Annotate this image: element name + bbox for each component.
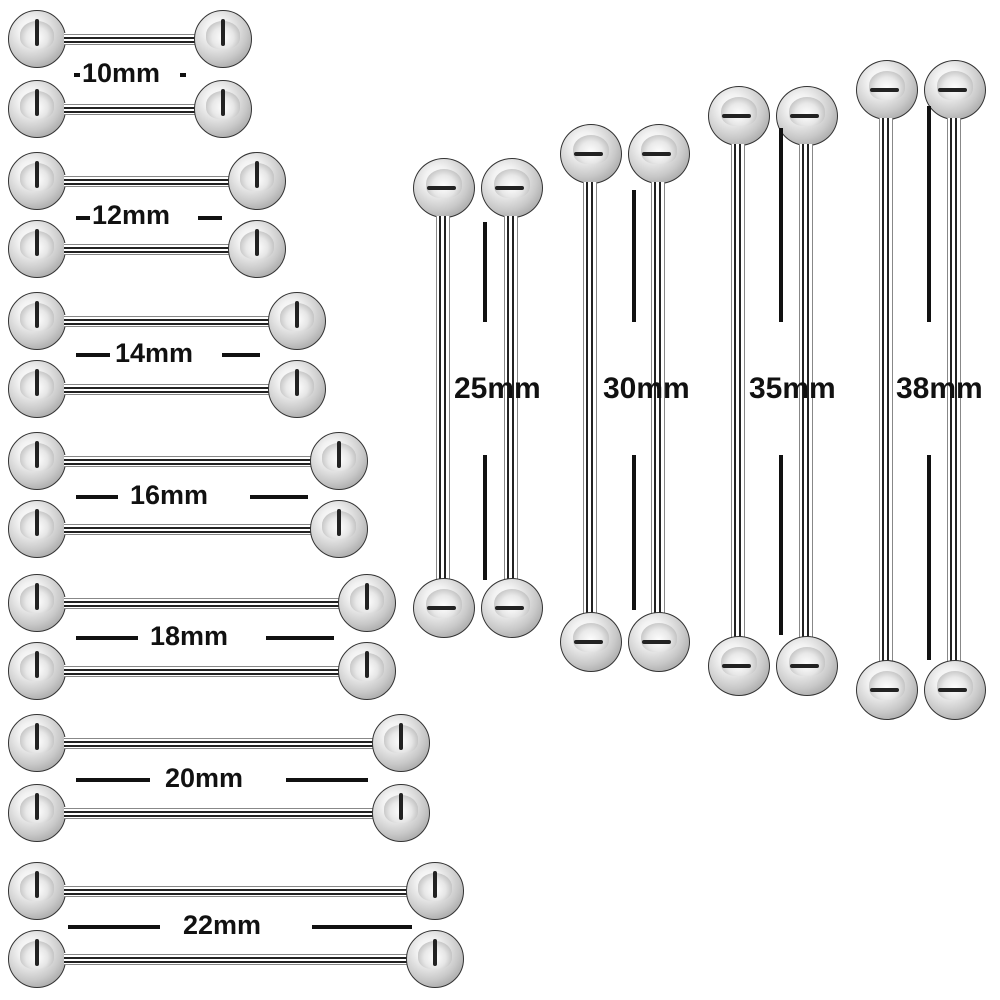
ball-icon: [228, 152, 286, 210]
barbell-bar: [64, 597, 340, 609]
ball-icon: [338, 642, 396, 700]
dimension-line: [180, 73, 186, 77]
ball-icon: [228, 220, 286, 278]
ball-icon: [924, 60, 986, 120]
ball-icon: [8, 862, 66, 920]
dimension-line: [76, 216, 90, 220]
ball-icon: [268, 292, 326, 350]
barbell-bar: [64, 953, 408, 965]
ball-icon: [8, 930, 66, 988]
ball-icon: [628, 612, 690, 672]
ball-icon: [406, 930, 464, 988]
ball-icon: [413, 578, 475, 638]
barbell-bar: [64, 103, 196, 115]
dimension-line: [927, 455, 931, 660]
ball-icon: [560, 124, 622, 184]
ball-icon: [8, 220, 66, 278]
dimension-line: [266, 636, 334, 640]
dimension-line: [779, 128, 783, 322]
size-label: 10mm: [82, 58, 161, 88]
dimension-line: [76, 353, 110, 357]
barbell-bar: [583, 182, 597, 614]
ball-icon: [8, 574, 66, 632]
barbell-bar: [799, 144, 813, 640]
dimension-line: [76, 778, 150, 782]
ball-icon: [372, 714, 430, 772]
size-label: 16mm: [130, 480, 209, 510]
size-label: 22mm: [183, 910, 262, 940]
ball-icon: [776, 636, 838, 696]
ball-icon: [560, 612, 622, 672]
ball-icon: [8, 784, 66, 842]
ball-icon: [8, 642, 66, 700]
ball-icon: [628, 124, 690, 184]
barbell-bar: [64, 315, 270, 327]
ball-icon: [481, 158, 543, 218]
barbell-bar: [504, 216, 518, 580]
barbell-bar: [64, 885, 408, 897]
ball-icon: [924, 660, 986, 720]
ball-icon: [856, 660, 918, 720]
dimension-line: [222, 353, 260, 357]
dimension-line: [927, 106, 931, 322]
barbell-bar: [64, 737, 374, 749]
dimension-line: [198, 216, 222, 220]
barbell-bar: [731, 144, 745, 640]
barbell-bar: [64, 383, 270, 395]
dimension-line: [312, 925, 412, 929]
ball-icon: [708, 636, 770, 696]
ball-icon: [708, 86, 770, 146]
ball-icon: [268, 360, 326, 418]
ball-icon: [338, 574, 396, 632]
ball-icon: [372, 784, 430, 842]
dimension-line: [632, 455, 636, 610]
barbell-bar: [64, 455, 312, 467]
barbell-bar: [64, 665, 340, 677]
ball-icon: [481, 578, 543, 638]
ball-icon: [856, 60, 918, 120]
ball-icon: [194, 10, 252, 68]
size-label: 14mm: [115, 338, 194, 368]
ball-icon: [776, 86, 838, 146]
barbell-bar: [436, 216, 450, 580]
dimension-line: [68, 925, 160, 929]
barbell-bar: [947, 118, 961, 664]
barbell-bar: [64, 33, 196, 45]
dimension-line: [286, 778, 368, 782]
ball-icon: [413, 158, 475, 218]
size-label: 12mm: [92, 200, 171, 230]
ball-icon: [8, 500, 66, 558]
ball-icon: [406, 862, 464, 920]
ball-icon: [310, 432, 368, 490]
ball-icon: [8, 714, 66, 772]
ball-icon: [194, 80, 252, 138]
dimension-line: [74, 73, 80, 77]
ball-icon: [8, 10, 66, 68]
dimension-line: [483, 222, 487, 322]
barbell-bar: [651, 182, 665, 614]
dimension-line: [483, 455, 487, 580]
size-label: 18mm: [150, 621, 229, 651]
dimension-line: [76, 636, 138, 640]
dimension-line: [779, 455, 783, 635]
ball-icon: [8, 292, 66, 350]
ball-icon: [8, 152, 66, 210]
ball-icon: [310, 500, 368, 558]
barbell-bar: [64, 807, 374, 819]
dimension-line: [250, 495, 308, 499]
size-label: 20mm: [165, 763, 244, 793]
barbell-bar: [64, 243, 230, 255]
ball-icon: [8, 80, 66, 138]
dimension-line: [76, 495, 118, 499]
barbell-bar: [879, 118, 893, 664]
size-label: 30mm: [603, 372, 690, 405]
barbell-bar: [64, 175, 230, 187]
barbell-bar: [64, 523, 312, 535]
ball-icon: [8, 360, 66, 418]
ball-icon: [8, 432, 66, 490]
size-label: 25mm: [454, 372, 541, 405]
dimension-line: [632, 190, 636, 322]
size-label: 38mm: [896, 372, 983, 405]
size-label: 35mm: [749, 372, 836, 405]
